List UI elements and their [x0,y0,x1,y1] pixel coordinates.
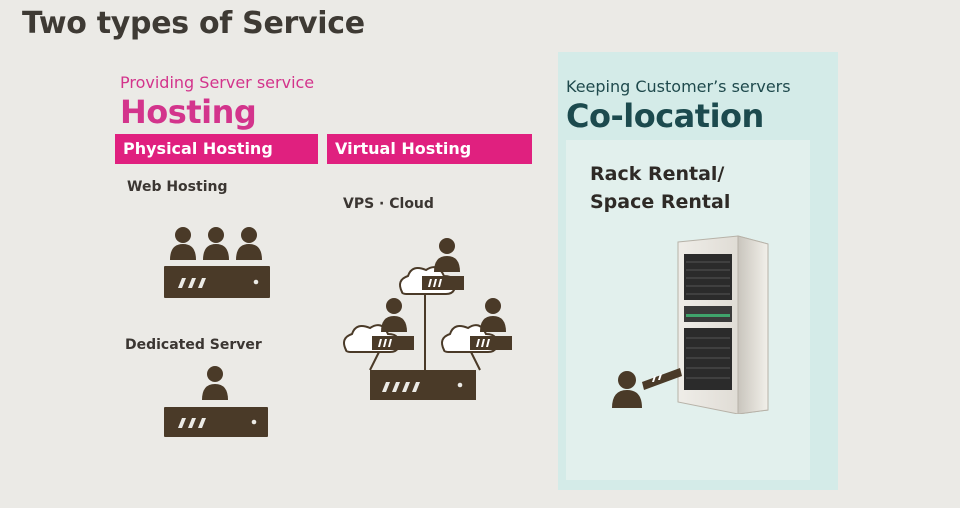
user-icon [202,366,228,400]
user-icon [480,298,506,332]
server-icon [642,368,682,390]
server-icon [470,336,512,350]
web-hosting-label: Web Hosting [127,179,228,195]
server-rack-illustration [608,232,778,415]
slide-title: Two types of Service [22,6,365,41]
vps-cloud-label: VPS · Cloud [343,196,434,212]
vps-cloud-illustration [340,232,520,402]
server-rack-icon [677,235,769,415]
user-icon [203,227,229,260]
rack-rental-label: Rack Rental/ Space Rental [590,160,800,216]
dedicated-server-illustration [160,362,272,440]
dedicated-server-label: Dedicated Server [125,337,262,353]
physical-hosting-header: Physical Hosting [115,134,318,164]
colocation-title: Co-location [566,97,764,135]
server-icon [164,407,268,437]
rack-rental-line-1: Rack Rental/ [590,163,725,185]
server-icon [422,276,464,290]
server-icon [370,370,476,400]
colocation-subtitle: Keeping Customer’s servers [566,77,791,96]
user-icon [381,298,407,332]
user-icon [612,371,642,408]
virtual-hosting-header: Virtual Hosting [327,134,532,164]
user-icon [434,238,460,272]
rack-rental-line-2: Space Rental [590,191,731,213]
server-icon [164,266,270,298]
user-icon [170,227,196,260]
web-hosting-illustration [160,222,275,302]
server-icon [372,336,414,350]
user-icon [236,227,262,260]
hosting-title: Hosting [120,93,257,131]
hosting-subtitle: Providing Server service [120,73,315,92]
